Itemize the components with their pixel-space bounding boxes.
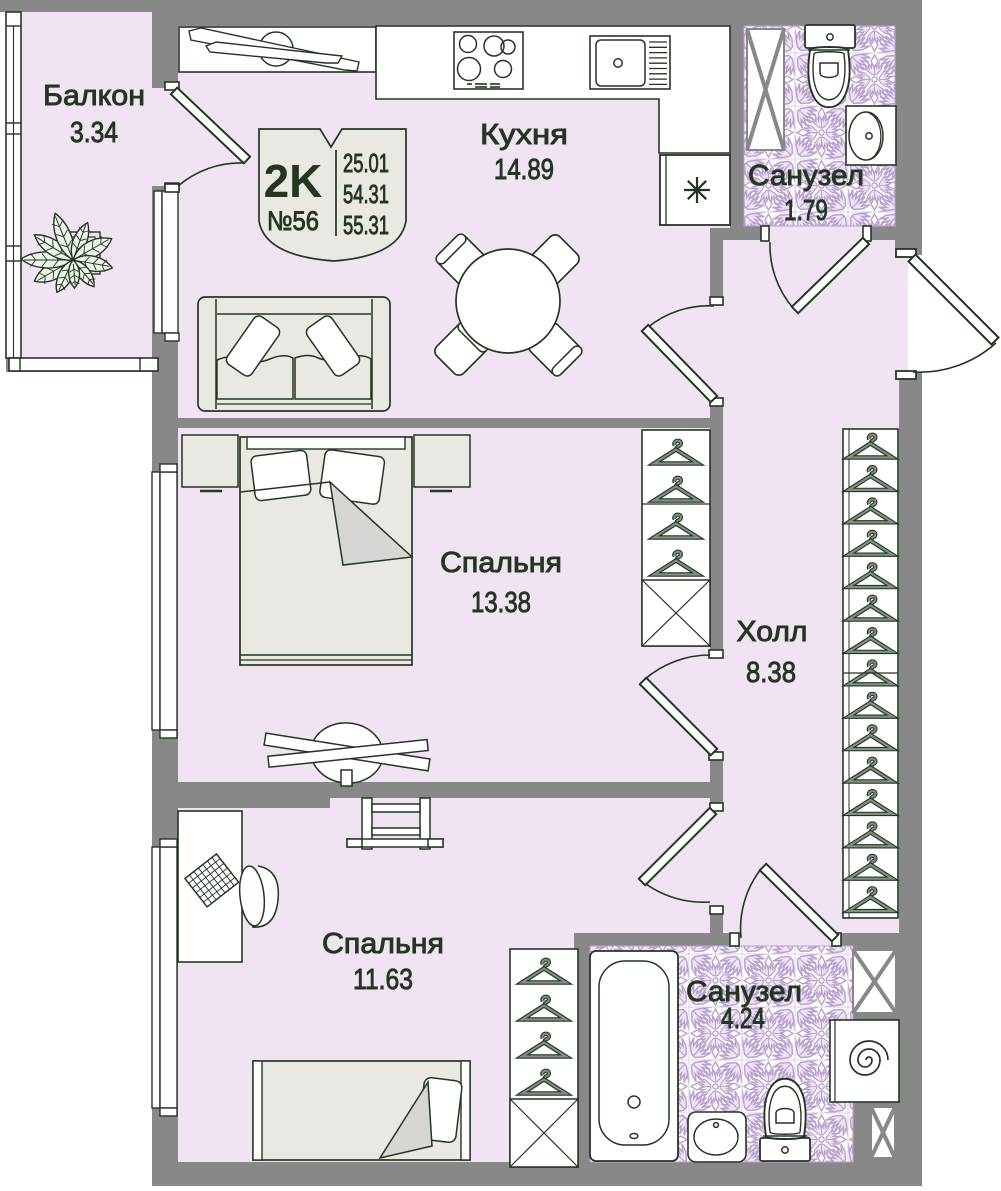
- svg-text:4.24: 4.24: [721, 1003, 765, 1035]
- svg-text:Санузел: Санузел: [748, 160, 864, 192]
- svg-text:Санузел: Санузел: [686, 976, 802, 1008]
- svg-text:54.31: 54.31: [343, 179, 389, 209]
- svg-text:Холл: Холл: [737, 616, 808, 648]
- svg-text:Спальня: Спальня: [440, 547, 562, 579]
- svg-text:2K: 2K: [264, 155, 323, 207]
- svg-text:13.38: 13.38: [471, 587, 531, 619]
- svg-text:Кухня: Кухня: [480, 119, 568, 151]
- svg-text:Балкон: Балкон: [43, 80, 145, 112]
- svg-text:№56: №56: [267, 206, 319, 236]
- svg-text:8.38: 8.38: [746, 657, 796, 689]
- svg-text:11.63: 11.63: [353, 964, 413, 996]
- svg-text:14.89: 14.89: [494, 154, 554, 186]
- svg-text:25.01: 25.01: [343, 148, 389, 178]
- svg-text:3.34: 3.34: [70, 117, 118, 149]
- svg-text:55.31: 55.31: [343, 210, 389, 240]
- svg-text:1.79: 1.79: [784, 195, 828, 227]
- svg-text:Спальня: Спальня: [322, 928, 444, 960]
